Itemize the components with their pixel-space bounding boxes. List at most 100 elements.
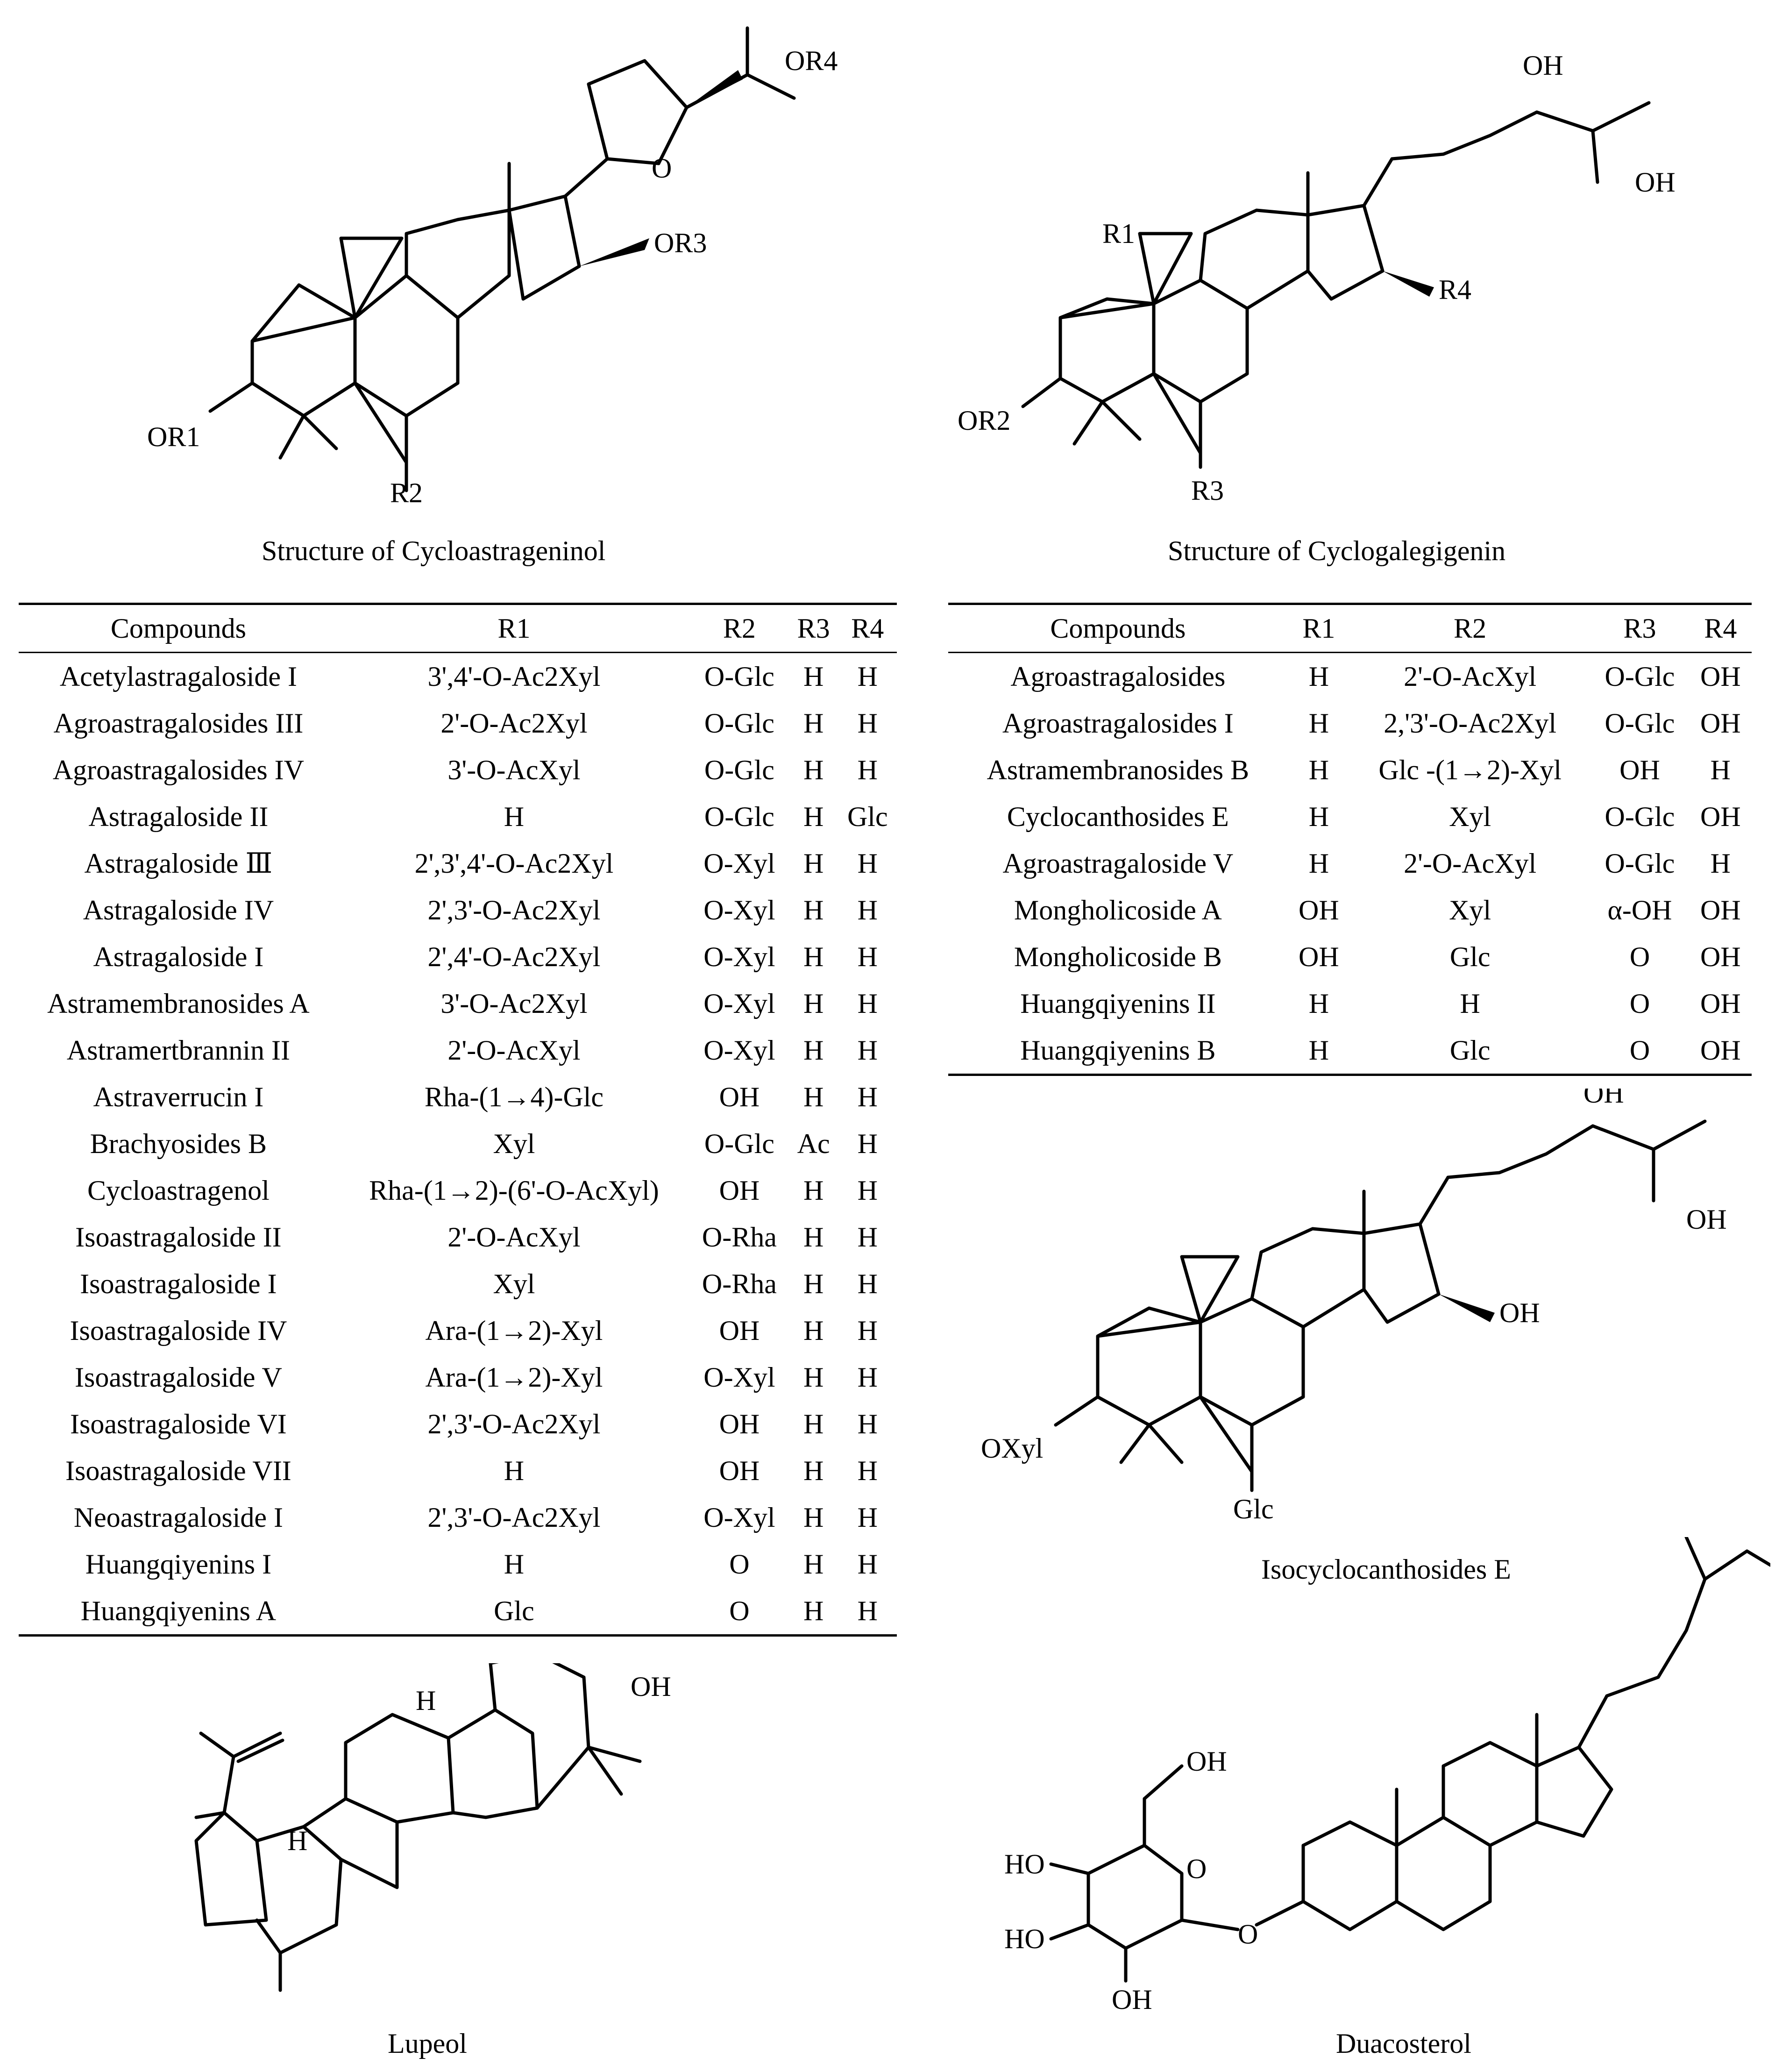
r3-cell: H bbox=[803, 1548, 824, 1580]
r4-cell: H bbox=[857, 1128, 878, 1159]
header-r2: R2 bbox=[1350, 603, 1590, 653]
compound-name: Isoastragaloside II bbox=[75, 1221, 282, 1253]
header-r1: R1 bbox=[338, 603, 690, 653]
header-r4: R4 bbox=[838, 603, 897, 653]
r2-cell: 2,'3'-O-Ac2Xyl bbox=[1384, 707, 1557, 739]
ring-oxygen-label: O bbox=[652, 153, 672, 184]
r2-cell: O-Glc bbox=[704, 1128, 774, 1159]
caption-cyclogalegigenin: Structure of Cyclogalegigenin bbox=[1168, 535, 1506, 566]
r4-cell: OH bbox=[1700, 801, 1741, 832]
r1-cell: H bbox=[1308, 707, 1329, 739]
lupeol-structure: OH H H bbox=[194, 1663, 671, 1992]
r4-cell: OH bbox=[1700, 661, 1741, 692]
r1-cell: 3'-O-AcXyl bbox=[447, 754, 581, 785]
compound-name: Brachyosides B bbox=[90, 1128, 267, 1159]
r3-cell: O-Glc bbox=[1605, 661, 1675, 692]
compound-name: Isoastragaloside V bbox=[75, 1361, 282, 1393]
caption-duacosterol: Duacosterol bbox=[1336, 2028, 1471, 2059]
or1-label: OR1 bbox=[147, 421, 200, 452]
header-r3: R3 bbox=[788, 603, 838, 653]
r3-cell: H bbox=[803, 707, 824, 739]
r4-cell: OH bbox=[1700, 707, 1741, 739]
r1-cell: 2'-O-AcXyl bbox=[447, 1034, 581, 1066]
or3-label: OR3 bbox=[654, 228, 707, 258]
r4-cell: H bbox=[857, 1361, 878, 1393]
r1-cell: H bbox=[504, 801, 525, 832]
oh-ring-label: OH bbox=[1499, 1297, 1540, 1328]
table-cyclogalegigenin-derivatives: Compounds R1 R2 R3 R4 Agroastragalosides… bbox=[948, 603, 1752, 1076]
r3-cell: H bbox=[803, 1361, 824, 1393]
r3-cell: H bbox=[803, 1175, 824, 1206]
r1-cell: Ara-(1→2)-Xyl bbox=[425, 1361, 603, 1393]
compound-name: Isoastragaloside VI bbox=[70, 1408, 287, 1439]
r1-cell: 2'-O-AcXyl bbox=[447, 1221, 581, 1253]
r4-cell: H bbox=[857, 1408, 878, 1439]
r2-cell: 2'-O-AcXyl bbox=[1404, 847, 1537, 879]
r4-cell: H bbox=[857, 1175, 878, 1206]
header-r1: R1 bbox=[1287, 603, 1350, 653]
header-r4: R4 bbox=[1689, 603, 1752, 653]
compound-name: Agroastragalosides IV bbox=[52, 754, 304, 785]
r2-cell: O-Xyl bbox=[703, 1502, 775, 1533]
compound-name: Agroastragalosides bbox=[1010, 661, 1226, 692]
header-r3: R3 bbox=[1590, 603, 1690, 653]
r1-cell: H bbox=[504, 1548, 525, 1580]
r1-cell: H bbox=[1308, 801, 1329, 832]
r1-cell: 2',3'-O-Ac2Xyl bbox=[427, 894, 601, 926]
r2-cell: Xyl bbox=[1449, 894, 1491, 926]
r4-cell: H bbox=[857, 754, 878, 785]
r4-cell: H bbox=[857, 847, 878, 879]
r2-cell: OH bbox=[719, 1315, 760, 1346]
oh-bottom-label: OH bbox=[1112, 1984, 1152, 2015]
or4-label: OR4 bbox=[785, 45, 838, 76]
compound-name: Mongholicoside A bbox=[1014, 894, 1222, 926]
compound-name: Astramertbrannin II bbox=[66, 1034, 290, 1066]
r1-cell: H bbox=[1308, 754, 1329, 785]
r2-cell: 2'-O-AcXyl bbox=[1404, 661, 1537, 692]
r4-cell: OH bbox=[1700, 941, 1741, 972]
compound-name: Astragaloside IV bbox=[83, 894, 274, 926]
r2-cell: O-Xyl bbox=[703, 941, 775, 972]
compound-name: Astragaloside I bbox=[93, 941, 264, 972]
header-compounds: Compounds bbox=[948, 603, 1288, 653]
r3-cell: H bbox=[803, 1221, 824, 1253]
r2-cell: O-Xyl bbox=[703, 847, 775, 879]
r1-cell: Xyl bbox=[493, 1128, 535, 1159]
ho-lower-label: HO bbox=[1004, 1923, 1045, 1954]
r2-cell: O bbox=[729, 1548, 750, 1580]
r4-cell: H bbox=[857, 1502, 878, 1533]
r1-cell: 3'-O-Ac2Xyl bbox=[440, 988, 588, 1019]
r4-cell: Glc bbox=[847, 801, 888, 832]
r1-cell: OH bbox=[1299, 941, 1339, 972]
ho-upper-label: HO bbox=[1004, 1849, 1045, 1880]
r4-cell: H bbox=[857, 1221, 878, 1253]
r4-cell: H bbox=[857, 1455, 878, 1486]
r1-cell: Rha-(1→4)-Glc bbox=[424, 1081, 604, 1112]
compound-name: Isoastragaloside IV bbox=[70, 1315, 287, 1346]
r3-label: R3 bbox=[1191, 475, 1224, 506]
r4-cell: H bbox=[857, 1268, 878, 1299]
r2-cell: OH bbox=[719, 1081, 760, 1112]
r3-cell: O bbox=[1590, 1027, 1690, 1076]
r4-cell: OH bbox=[1700, 988, 1741, 1019]
r4-cell: H bbox=[1710, 754, 1731, 785]
compound-name: Cyclocanthosides E bbox=[1007, 801, 1229, 832]
cycloastrageninol-structure: OR1 R2 OR3 OR4 O bbox=[147, 26, 838, 508]
r3-cell: H bbox=[803, 988, 824, 1019]
r3-cell: H bbox=[803, 1268, 824, 1299]
r2-cell: Glc -(1→2)-Xyl bbox=[1378, 754, 1562, 785]
r4-cell: H bbox=[857, 941, 878, 972]
caption-lupeol: Lupeol bbox=[388, 2028, 467, 2059]
